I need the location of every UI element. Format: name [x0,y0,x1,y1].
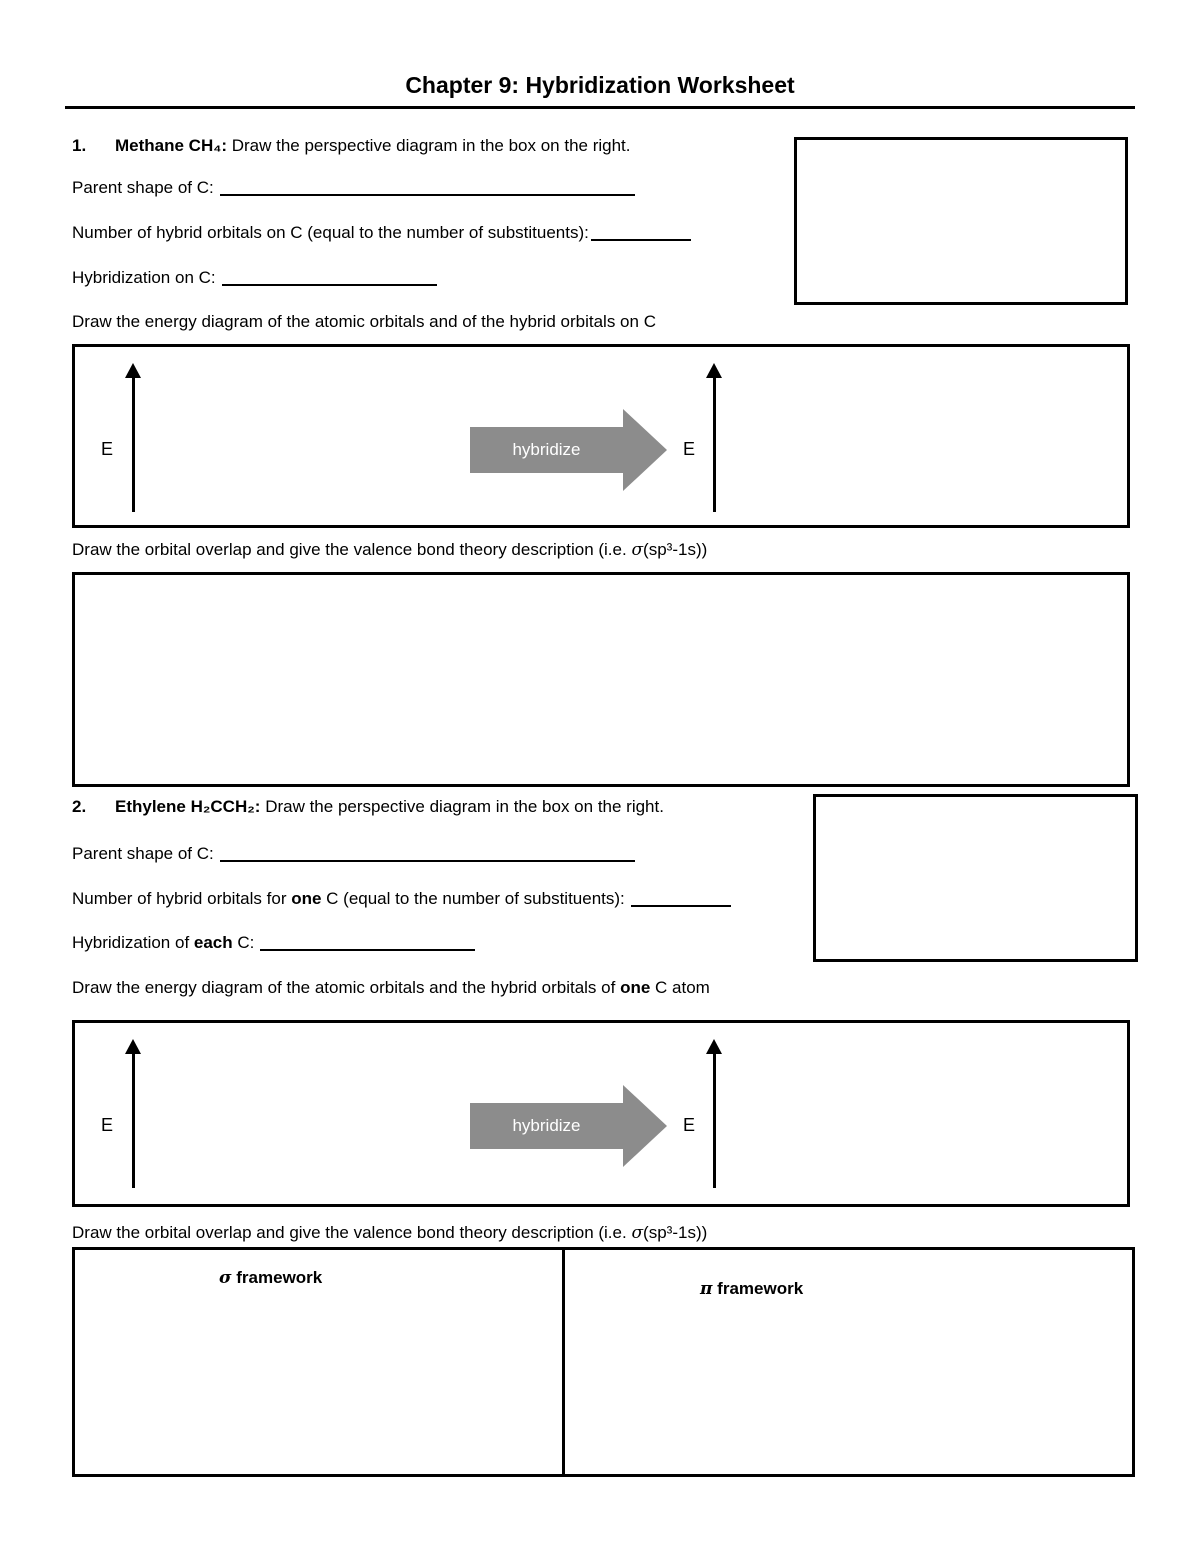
q1-overlap-prompt: Draw the orbital overlap and give the va… [72,539,707,561]
q1-energy-axis-label-left: E [101,439,114,459]
hybridize-arrow-body: hybridize [470,1103,623,1149]
ethylene-perspective-drawing-box[interactable] [813,794,1138,962]
hybridize-arrow: hybridize [470,409,667,491]
q1-hybrid-count-line: Number of hybrid orbitals on C (equal to… [72,222,691,244]
hybridize-arrow-label: hybridize [512,440,581,459]
sigma-framework-label: framework [231,1268,323,1287]
pi-framework-label: framework [712,1279,804,1298]
q1-energy-axis-label-right: E [683,439,696,459]
q2-energy-prompt-pre: Draw the energy diagram of the atomic or… [72,978,621,997]
q2-hybrid-count-label-post: C (equal to the number of substituents): [321,889,625,908]
sigma-symbol: σ [631,1223,644,1243]
title-rule [65,106,1135,109]
page-title: Chapter 9: Hybridization Worksheet [405,72,795,98]
sigma-symbol: σ [219,1268,232,1288]
q1-energy-prompt: Draw the energy diagram of the atomic or… [72,312,656,331]
q1-parent-shape-label: Parent shape of C: [72,178,214,197]
sigma-framework-header: σ framework [219,1268,322,1288]
framework-table: σ framework π framework [72,1247,1135,1477]
question-2-heading: 2. Ethylene H₂CCH₂: Draw the perspective … [72,796,664,818]
hybridize-arrow: hybridize [470,1085,667,1167]
q2-energy-prompt: Draw the energy diagram of the atomic or… [72,977,710,999]
pi-symbol: π [700,1279,713,1299]
q1-hybrid-count-blank[interactable] [590,225,691,241]
q2-overlap-prompt: Draw the orbital overlap and give the va… [72,1222,707,1244]
q2-energy-axis-arrow-left [132,1053,135,1188]
q2-hybridization-label-pre: Hybridization of [72,933,194,952]
q2-energy-axis-label-right: E [683,1115,696,1135]
q1-hybridization-blank[interactable] [221,270,437,286]
pi-framework-cell[interactable]: π framework [565,1250,1132,1474]
q2-energy-diagram-box[interactable]: E hybridize E [72,1020,1130,1207]
q1-hybrid-count-label: Number of hybrid orbitals on C (equal to… [72,223,589,242]
q2-hybridization-label-post: C: [232,933,255,952]
q1-parent-shape-line: Parent shape of C: [72,177,635,199]
pi-framework-header: π framework [700,1279,803,1299]
q2-hybrid-count-bold: one [291,889,322,908]
q1-energy-diagram-box[interactable]: E hybridize E [72,344,1130,528]
q2-energy-prompt-post: C atom [650,978,710,997]
hybridize-arrow-label: hybridize [512,1116,581,1135]
q2-overlap-prompt-end: (sp³-1s)) [643,1223,708,1242]
q2-energy-axis-arrowhead-left [125,1039,141,1054]
methane-perspective-drawing-box[interactable] [794,137,1128,305]
q2-overlap-prompt-text: Draw the orbital overlap and give the va… [72,1223,632,1242]
q2-hybrid-count-label-pre: Number of hybrid orbitals for [72,889,292,908]
sigma-framework-cell[interactable]: σ framework [75,1250,565,1474]
q2-energy-axis-label-left: E [101,1115,114,1135]
q2-parent-shape-line: Parent shape of C: [72,843,635,865]
q2-energy-prompt-bold: one [620,978,651,997]
q1-overlap-prompt-end: (sp³-1s)) [643,540,708,559]
question-2-compound: Ethylene H₂CCH₂: [115,797,261,816]
question-2-number: 2. [72,797,87,816]
q2-hybridization-blank[interactable] [260,935,476,951]
q1-hybridization-line: Hybridization on C: [72,267,437,289]
q2-hybrid-count-blank[interactable] [630,891,731,907]
question-1-number: 1. [72,136,87,155]
q2-hybrid-count-line: Number of hybrid orbitals for one C (equ… [72,888,731,910]
question-2-prompt: Draw the perspective diagram in the box … [260,797,664,816]
hybridize-arrow-body: hybridize [470,427,623,473]
hybridize-arrowhead-icon [623,1085,667,1167]
q1-parent-shape-blank[interactable] [219,180,635,196]
q1-energy-axis-arrowhead-right [706,363,722,378]
sigma-symbol: σ [631,540,644,560]
q1-orbital-overlap-drawing-box[interactable] [72,572,1130,787]
q2-parent-shape-label: Parent shape of C: [72,844,214,863]
q1-energy-axis-arrowhead-left [125,363,141,378]
q1-energy-axis-arrow-right [713,377,716,512]
hybridize-arrowhead-icon [623,409,667,491]
question-1-compound: Methane CH₄: [115,136,227,155]
q2-hybridization-line: Hybridization of each C: [72,932,476,954]
q1-overlap-prompt-text: Draw the orbital overlap and give the va… [72,540,632,559]
question-1-heading: 1. Methane CH₄: Draw the perspective diag… [72,135,631,157]
q1-energy-axis-arrow-left [132,377,135,512]
q2-hybridization-bold: each [193,933,233,952]
q1-hybridization-label: Hybridization on C: [72,268,216,287]
q2-energy-axis-arrow-right [713,1053,716,1188]
q2-energy-axis-arrowhead-right [706,1039,722,1054]
q2-parent-shape-blank[interactable] [219,846,635,862]
question-1-prompt: Draw the perspective diagram in the box … [227,136,631,155]
